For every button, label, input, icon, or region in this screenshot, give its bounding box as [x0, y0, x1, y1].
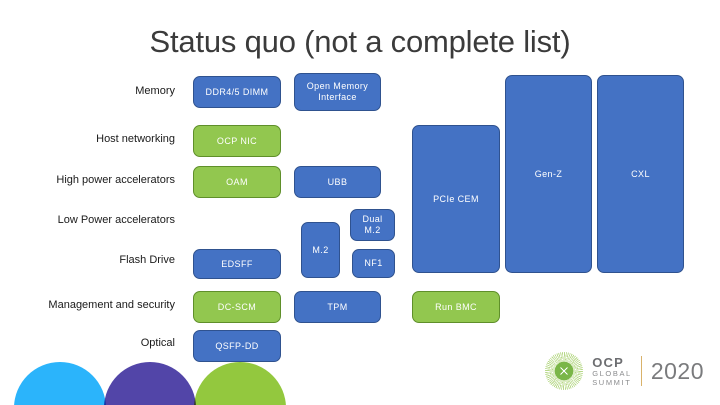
logo-year-text: 2020: [650, 357, 704, 384]
logo-ocp-text: OCP: [592, 354, 624, 370]
logo-global-text: GLOBAL: [592, 369, 632, 378]
row-label: Flash Drive: [119, 254, 175, 266]
box-pcie-cem[interactable]: PCIe CEM: [412, 125, 500, 273]
circle-blue-icon: [14, 362, 106, 405]
box-dc-scm[interactable]: DC-SCM: [193, 291, 281, 323]
row-label: High power accelerators: [56, 174, 175, 186]
box-gen-z[interactable]: Gen-Z: [505, 75, 592, 273]
circle-green-icon: [194, 362, 286, 405]
box-tpm[interactable]: TPM: [294, 291, 381, 323]
logo-wordmark: OCP GLOBAL SUMMIT: [592, 356, 632, 387]
row-label: Host networking: [96, 133, 175, 145]
box-dual-m2[interactable]: Dual M.2: [350, 209, 395, 241]
decorative-circles: [0, 350, 310, 405]
ocp-global-summit-logo: OCP GLOBAL SUMMIT 2020: [545, 351, 704, 391]
circle-purple-icon: [104, 362, 196, 405]
box-open-memory-interface[interactable]: Open Memory Interface: [294, 73, 381, 111]
row-label: Optical: [140, 337, 175, 349]
box-ocp-nic[interactable]: OCP NIC: [193, 125, 281, 157]
row-label: Low Power accelerators: [57, 214, 175, 226]
box-edsff[interactable]: EDSFF: [193, 249, 281, 279]
box-qsfp-dd[interactable]: QSFP-DD: [193, 330, 281, 362]
box-m2[interactable]: M.2: [301, 222, 340, 278]
logo-summit-text: SUMMIT: [592, 378, 632, 387]
page-title: Status quo (not a complete list): [149, 24, 571, 59]
box-nf1[interactable]: NF1: [352, 249, 395, 278]
box-ddr4-5-dimm[interactable]: DDR4/5 DIMM: [193, 76, 281, 108]
ocp-sunburst-icon: [545, 352, 584, 390]
logo-divider: [640, 356, 642, 386]
box-oam[interactable]: OAM: [193, 166, 281, 198]
box-ubb[interactable]: UBB: [294, 166, 381, 198]
box-cxl[interactable]: CXL: [597, 75, 684, 273]
row-label: Management and security: [48, 299, 175, 311]
box-run-bmc[interactable]: Run BMC: [412, 291, 500, 323]
row-label: Memory: [135, 85, 175, 97]
